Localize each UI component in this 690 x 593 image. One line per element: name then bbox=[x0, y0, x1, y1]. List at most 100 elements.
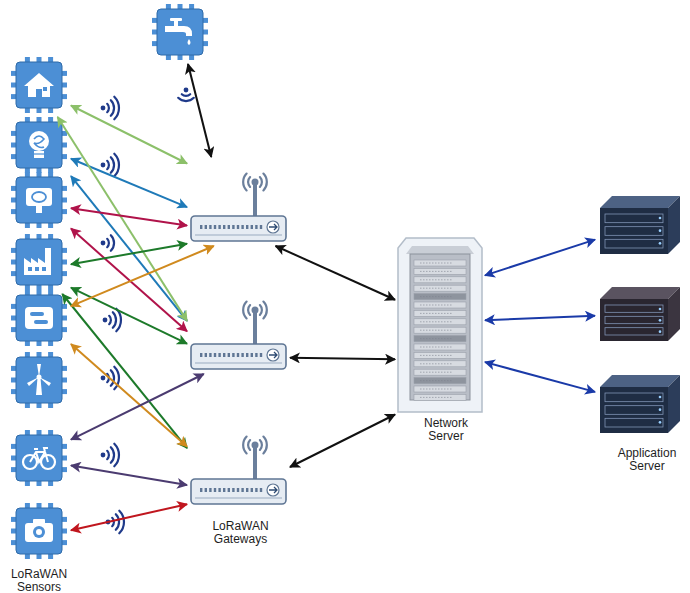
gateway-port bbox=[223, 353, 225, 357]
chip-pins bbox=[11, 430, 67, 486]
gateway-port bbox=[255, 353, 257, 357]
gateway-button bbox=[267, 221, 279, 233]
gateway-port bbox=[232, 225, 234, 229]
gateway-port bbox=[209, 353, 211, 357]
server-side-face bbox=[668, 287, 680, 341]
chip-body bbox=[16, 177, 62, 223]
gateway-port bbox=[214, 488, 216, 492]
server-led bbox=[659, 319, 662, 322]
signal-dot bbox=[101, 376, 106, 381]
antenna-wave bbox=[263, 437, 266, 454]
server-top-face bbox=[600, 196, 680, 208]
antenna-wave bbox=[260, 177, 262, 187]
node-shape bbox=[10, 116, 68, 174]
server-bay bbox=[605, 328, 663, 335]
node-shape bbox=[598, 196, 680, 254]
factory-window bbox=[35, 267, 39, 271]
bike-frame bbox=[30, 448, 48, 462]
chip-body bbox=[16, 508, 62, 554]
parking-glyph bbox=[25, 307, 53, 329]
gateway-box bbox=[191, 344, 286, 369]
tap-glyph bbox=[165, 18, 192, 45]
gateway-port bbox=[218, 225, 220, 229]
server-vent bbox=[420, 296, 452, 297]
radio-link-arrow bbox=[290, 415, 395, 468]
chip-body bbox=[16, 62, 62, 108]
node-shape bbox=[398, 238, 482, 414]
factory-shape bbox=[24, 248, 51, 275]
server-led bbox=[659, 421, 662, 424]
antenna bbox=[243, 174, 267, 216]
gateway-port bbox=[214, 225, 216, 229]
gateway-node bbox=[190, 160, 287, 243]
server-vent bbox=[420, 338, 452, 339]
gateway-port bbox=[237, 225, 239, 229]
gateway-port bbox=[237, 488, 239, 492]
node-shape bbox=[10, 171, 68, 229]
chip-pins bbox=[11, 234, 67, 290]
server-unit bbox=[414, 310, 466, 316]
gateway-button bbox=[267, 484, 279, 496]
screen-stand bbox=[36, 206, 42, 213]
gateway-port bbox=[246, 225, 248, 229]
server-led bbox=[659, 229, 662, 232]
server-vent bbox=[420, 355, 452, 356]
signal-arc bbox=[182, 94, 190, 96]
signal-arc bbox=[178, 98, 194, 101]
server-vent bbox=[420, 263, 452, 264]
chip-pins bbox=[11, 290, 67, 346]
signal-arc bbox=[107, 104, 109, 112]
server-top bbox=[406, 246, 474, 254]
antenna-wave bbox=[248, 440, 250, 450]
gateway-port bbox=[209, 488, 211, 492]
gateway-port bbox=[260, 225, 262, 229]
radio-link-arrow bbox=[62, 294, 187, 448]
node-shape bbox=[10, 429, 68, 487]
signal-arc bbox=[111, 100, 114, 116]
server-led bbox=[659, 396, 662, 399]
signal-dot bbox=[101, 453, 106, 458]
antenna-mast bbox=[253, 445, 257, 479]
node-label: Network Server bbox=[411, 417, 481, 443]
gateway-port bbox=[232, 488, 234, 492]
signal-arc bbox=[107, 161, 109, 169]
antenna bbox=[243, 437, 267, 479]
server-vent bbox=[420, 389, 452, 390]
gateway-port bbox=[205, 488, 207, 492]
turbine-glyph bbox=[27, 364, 51, 395]
gateway-port bbox=[214, 353, 216, 357]
server-vent bbox=[420, 397, 452, 398]
chip-pins bbox=[11, 352, 67, 408]
gateway-port bbox=[228, 488, 230, 492]
application-server-node bbox=[598, 287, 680, 341]
camera-lens bbox=[33, 526, 45, 538]
node-shape bbox=[10, 289, 68, 347]
signal-symbols bbox=[101, 88, 194, 534]
server-unit bbox=[414, 302, 466, 308]
node-shape bbox=[10, 351, 68, 409]
gateway-port bbox=[251, 488, 253, 492]
signal-dot bbox=[106, 520, 111, 525]
server-vent bbox=[420, 313, 452, 314]
server-unit bbox=[414, 394, 466, 400]
server-vent bbox=[420, 321, 452, 322]
gateway-arrow bbox=[269, 352, 277, 358]
antenna-tip bbox=[252, 442, 259, 449]
water-drop bbox=[188, 39, 191, 45]
server-side-face bbox=[668, 375, 680, 433]
screen-frame bbox=[26, 188, 52, 206]
signal-arc bbox=[114, 444, 119, 467]
factory-window bbox=[28, 267, 32, 271]
server-led bbox=[659, 330, 662, 333]
server-bay bbox=[605, 214, 663, 223]
gateway-port bbox=[228, 353, 230, 357]
gateway-edge bbox=[195, 363, 282, 364]
node-shape bbox=[10, 56, 68, 114]
server-unit bbox=[414, 294, 466, 300]
turbine-hub bbox=[37, 375, 42, 380]
turbine-pole bbox=[36, 378, 42, 395]
sensor-node bbox=[10, 351, 68, 409]
gateway-port bbox=[209, 225, 211, 229]
gateway-node bbox=[190, 288, 287, 371]
signal-symbol bbox=[101, 367, 119, 390]
